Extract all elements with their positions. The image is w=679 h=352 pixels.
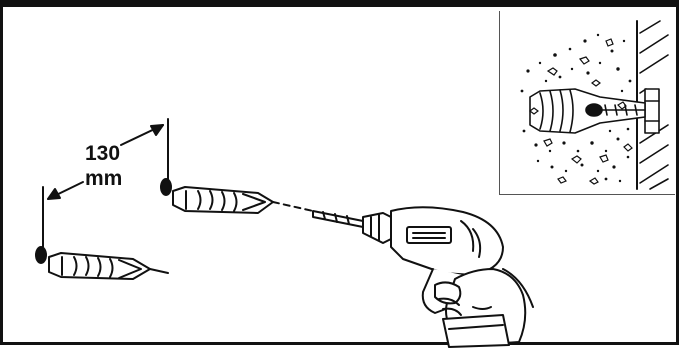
wall-plug-anchor-upper [161, 179, 313, 213]
expanded-anchor [530, 89, 645, 133]
dimension-unit: mm [85, 168, 122, 189]
inset-anchor-in-wall [500, 11, 676, 195]
dimension-value: 130 [85, 143, 120, 164]
drill-bit [313, 211, 363, 227]
inset-detail-panel [499, 11, 675, 195]
wall-plug-anchor-lower [36, 247, 168, 279]
